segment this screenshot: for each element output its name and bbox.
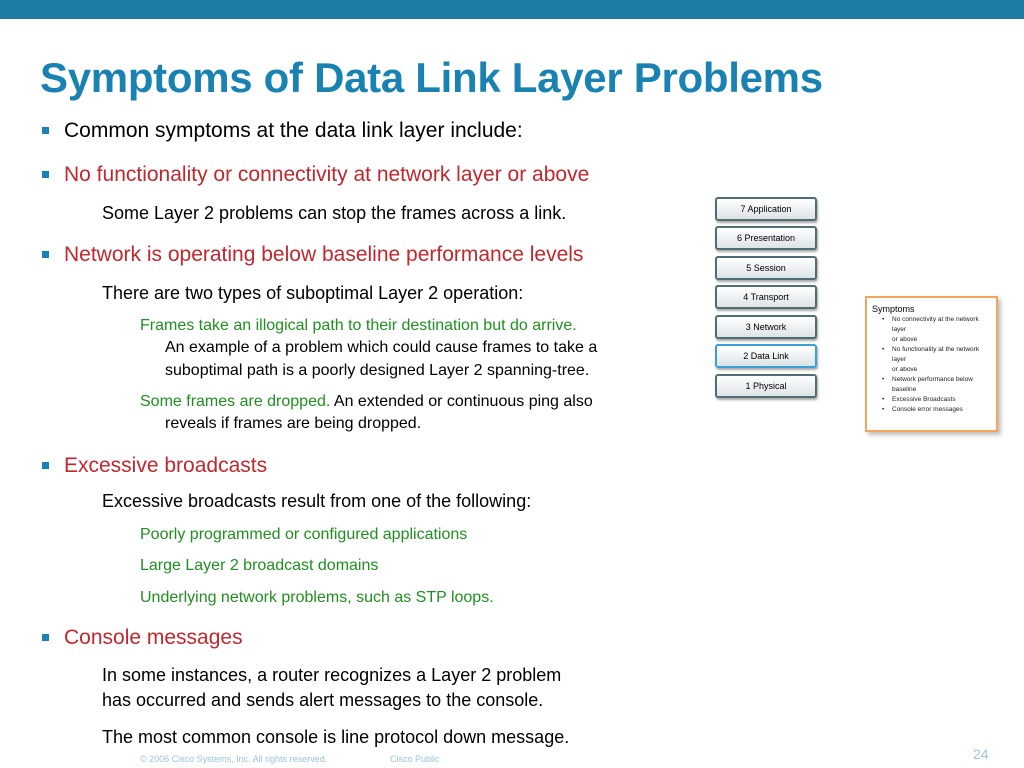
footer-classification: Cisco Public	[390, 754, 440, 764]
osi-layer-network: 3 Network	[715, 315, 817, 339]
footer-copyright: © 2006 Cisco Systems, Inc. All rights re…	[140, 754, 328, 764]
bullet-icon	[42, 127, 49, 134]
sub-line: Some Layer 2 problems can stop the frame…	[102, 203, 567, 223]
detail-highlight: Poorly programmed or configured applicat…	[140, 526, 468, 543]
bullet-line: Console messages	[64, 626, 243, 649]
top-banner	[0, 0, 1024, 19]
symptom-item: Console error messages	[872, 405, 992, 415]
page-number: 24	[973, 746, 989, 762]
detail-line: Some frames are dropped. An extended or …	[140, 393, 593, 411]
detail-line: Poorly programmed or configured applicat…	[140, 526, 467, 544]
osi-layer-physical: 1 Physical	[715, 374, 817, 398]
detail-highlight: Frames take an illogical path to their d…	[140, 317, 577, 334]
detail-continuation: suboptimal path is a poorly designed Lay…	[165, 362, 590, 379]
sub-line: has occurred and sends alert messages to…	[102, 690, 544, 710]
detail-line: Frames take an illogical path to their d…	[140, 317, 577, 335]
detail-continuation: An example of a problem which could caus…	[165, 339, 598, 356]
symptom-item: No functionality at the network layer	[872, 345, 992, 365]
symptoms-title: Symptoms	[872, 304, 915, 314]
bullet-line: Common symptoms at the data link layer i…	[64, 119, 523, 142]
bullet-line: Network is operating below baseline perf…	[64, 243, 584, 266]
symptoms-list: No connectivity at the network layer or …	[872, 315, 992, 415]
symptom-item: Excessive Broadcasts	[872, 395, 992, 405]
bullet-icon	[42, 462, 49, 469]
bullet-icon	[42, 171, 49, 178]
detail-highlight: Large Layer 2 broadcast domains	[140, 557, 379, 574]
symptom-item: Network performance below	[872, 375, 992, 385]
osi-layer-presentation: 6 Presentation	[715, 226, 817, 250]
symptom-item: No connectivity at the network layer	[872, 315, 992, 335]
symptom-item-continuation: or above	[892, 336, 918, 343]
bullet-line: Excessive broadcasts	[64, 454, 268, 477]
osi-layer-session: 5 Session	[715, 256, 817, 280]
detail-highlight: Underlying network problems, such as STP…	[140, 589, 494, 606]
symptom-item-continuation: or above	[892, 366, 918, 373]
detail-text: An extended or continuous ping also	[330, 393, 593, 410]
detail-highlight: Some frames are dropped.	[140, 393, 331, 410]
sub-line: The most common console is line protocol…	[102, 727, 570, 747]
detail-line: Large Layer 2 broadcast domains	[140, 557, 378, 575]
bullet-icon	[42, 251, 49, 258]
symptom-item-continuation: baseline	[892, 386, 917, 393]
osi-layer-data-link: 2 Data Link	[715, 344, 817, 368]
sub-line: There are two types of suboptimal Layer …	[102, 283, 524, 303]
osi-layer-transport: 4 Transport	[715, 285, 817, 309]
detail-continuation: reveals if frames are being dropped.	[165, 415, 422, 432]
sub-line: Excessive broadcasts result from one of …	[102, 491, 532, 511]
sub-line: In some instances, a router recognizes a…	[102, 665, 562, 685]
osi-layer-application: 7 Application	[715, 197, 817, 221]
slide-title: Symptoms of Data Link Layer Problems	[40, 54, 823, 101]
detail-line: Underlying network problems, such as STP…	[140, 589, 494, 607]
bullet-icon	[42, 634, 49, 641]
symptoms-callout: Symptoms No connectivity at the network …	[865, 296, 998, 432]
bullet-line: No functionality or connectivity at netw…	[64, 163, 590, 186]
